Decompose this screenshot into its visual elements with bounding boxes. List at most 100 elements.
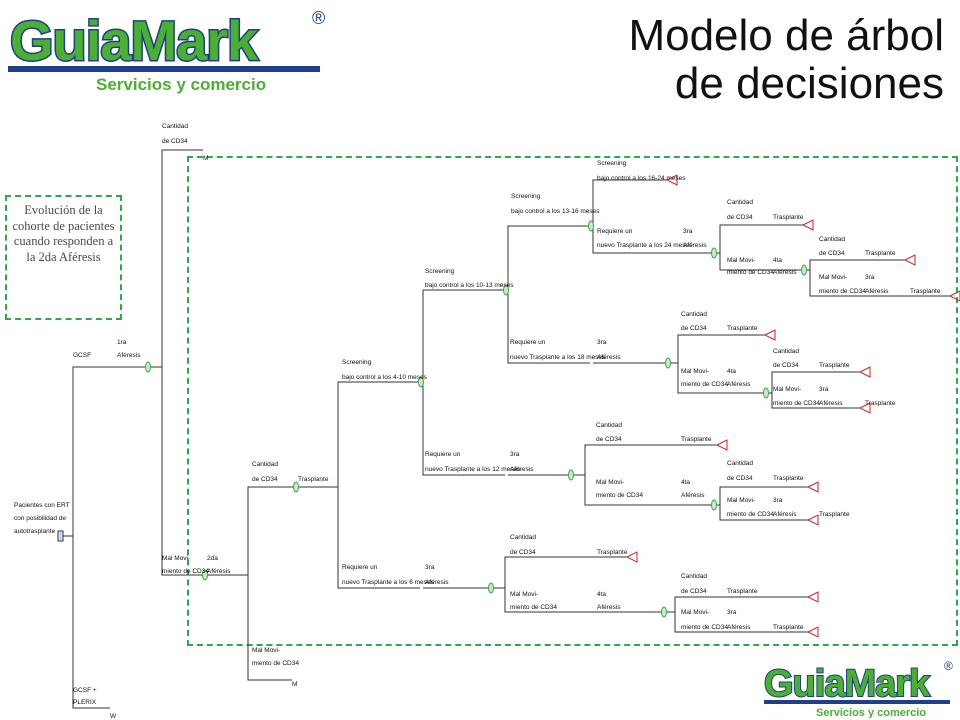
- third-aph-b-2: Aféresis: [597, 354, 621, 361]
- logo-tagline: Servicios y comercio: [96, 75, 266, 94]
- screen-16-24-label-2: bajo control a los 16-24 meses: [597, 175, 686, 182]
- tx-j: Trasplante: [597, 549, 628, 556]
- poor-a-1: Mal Movi-: [727, 257, 755, 264]
- guiamark-logo-bottom: GuiaMark ® Servicios y comercio: [763, 659, 953, 718]
- screen-10-13-label-1: Screening: [425, 268, 455, 275]
- adq-f-1: Cantidad: [727, 460, 753, 467]
- second-aph-c-2: Aféresis: [510, 466, 534, 473]
- tx-g: Trasplante: [681, 436, 712, 443]
- terminal-node: [806, 591, 819, 603]
- poor-d-2: miento de CD34: [773, 400, 820, 407]
- second-aph-c-1: 3ra: [510, 451, 520, 458]
- fourth-aph-g-1: 4ta: [597, 591, 606, 598]
- fourth-aph-g-2: Aféresis: [597, 604, 621, 611]
- poor-f-2: miento de CD34: [727, 511, 774, 518]
- tx-k: Trasplante: [727, 588, 758, 595]
- terminal-node: [858, 366, 871, 378]
- fifth-aph-b-2: Aféresis: [865, 288, 889, 295]
- chance-nodes: [145, 220, 807, 618]
- chance-node: [665, 357, 671, 369]
- adq-c-2: de CD34: [681, 325, 707, 332]
- root-label-2: con posibilidad de: [14, 515, 66, 522]
- adq-d-2: de CD34: [773, 362, 799, 369]
- adq-h-1: Cantidad: [681, 573, 707, 580]
- chance-node: [711, 499, 717, 511]
- third-aph-c-2: Aféresis: [819, 400, 843, 407]
- top-adequate-label-2: de CD34: [162, 138, 188, 145]
- no-tx-18-label-2: nuevo Trasplante a los 18 meses: [510, 354, 606, 361]
- adq-a-1: Cantidad: [727, 199, 753, 206]
- terminal-node: [806, 626, 819, 638]
- cohort-note-box: Evolución de la cohorte de pacientes cua…: [5, 195, 122, 320]
- tx-e: Trasplante: [819, 362, 850, 369]
- gcsf-label: GCSF: [73, 352, 91, 359]
- third-aph-f-1: 3ra: [773, 497, 783, 504]
- third-aph-g-1: 3ra: [425, 564, 435, 571]
- adequate-2da-label-1: Cantidad: [252, 461, 278, 468]
- chance-node: [503, 284, 509, 296]
- tx-i: Trasplante: [819, 511, 850, 518]
- page-title: Modelo de árbol de decisiones: [628, 12, 944, 108]
- adq-b-2: de CD34: [819, 250, 845, 257]
- first-apheresis-label-2: Aféresis: [117, 352, 141, 359]
- poor-e-2: miento de CD34: [596, 492, 643, 499]
- chance-node: [418, 376, 424, 388]
- chance-node: [588, 220, 594, 232]
- terminal-node: [903, 254, 916, 266]
- no-tx-24-label-2: nuevo Trasplante a los 24 meses: [597, 242, 693, 249]
- terminal-node: [858, 402, 871, 414]
- logo-brand-text: GuiaMark: [10, 9, 259, 72]
- chance-node: [763, 387, 769, 399]
- third-aph-b-1: 3ra: [597, 339, 607, 346]
- poor-g-1: Mal Movi-: [510, 591, 538, 598]
- second-apheresis-label-2: Aféresis: [207, 568, 231, 575]
- adq-e-2: de CD34: [596, 436, 622, 443]
- chance-node: [801, 264, 807, 276]
- poor-g-2: miento de CD34: [510, 604, 557, 611]
- adq-f-2: de CD34: [727, 475, 753, 482]
- poor-h-2: miento de CD34: [681, 624, 728, 631]
- tree-edges: [63, 149, 950, 709]
- tx-d: Trasplante: [727, 325, 758, 332]
- cohort-note-text: Evolución de la cohorte de pacientes cua…: [12, 203, 115, 264]
- root-label-1: Pacientes con ERT: [14, 502, 70, 509]
- terminal-node: [801, 219, 814, 231]
- terminal-node: [625, 551, 638, 563]
- adq-e-1: Cantidad: [596, 422, 622, 429]
- adq-b-1: Cantidad: [819, 236, 845, 243]
- no-tx-12-label-1: Requiere un: [425, 451, 461, 458]
- transplant-2da-label: Trasplante: [298, 476, 329, 483]
- adq-c-1: Cantidad: [681, 311, 707, 318]
- footer-tagline: Servicios y comercio: [816, 707, 926, 718]
- screen-13-16-label-1: Screening: [511, 193, 541, 200]
- terminal-node: [806, 481, 819, 493]
- third-aph-a-1: 3ra: [683, 228, 693, 235]
- adq-g-1: Cantidad: [510, 534, 536, 541]
- first-apheresis-label-1: 1ra: [117, 339, 127, 346]
- screen-16-24-label-1: Screening: [597, 160, 627, 167]
- chance-node: [202, 569, 208, 581]
- third-aph-h-2: Aféresis: [727, 624, 751, 631]
- poor-b-1: Mal Movi-: [819, 274, 847, 281]
- fourth-aph-c-1: 4ta: [727, 368, 736, 375]
- poor-b-2: miento de CD34: [819, 288, 866, 295]
- marker-m-bottom: M: [292, 681, 297, 688]
- adq-g-2: de CD34: [510, 549, 536, 556]
- tx-c: Trasplante: [910, 288, 941, 295]
- chance-node: [293, 481, 299, 493]
- chance-node: [711, 247, 717, 259]
- marker-w: W: [110, 713, 117, 720]
- tx-h: Trasplante: [773, 475, 804, 482]
- second-apheresis-label-1: 2da: [207, 555, 218, 562]
- adq-d-1: Cantidad: [773, 348, 799, 355]
- third-aph-f-2: Aféresis: [773, 511, 797, 518]
- fourth-aph-a-1: 4ta: [773, 257, 782, 264]
- gcsf-plerix-label-1: GCSF +: [73, 687, 97, 694]
- terminal-node: [715, 439, 728, 451]
- fourth-aph-c-2: Aféresis: [727, 381, 751, 388]
- marker-m-top: M: [203, 155, 208, 162]
- title-line-2: de decisiones: [674, 59, 944, 108]
- no-tx-24-label-1: Requiere un: [597, 228, 633, 235]
- poor-e-1: Mal Movi-: [596, 479, 624, 486]
- tx-b: Trasplante: [865, 250, 896, 257]
